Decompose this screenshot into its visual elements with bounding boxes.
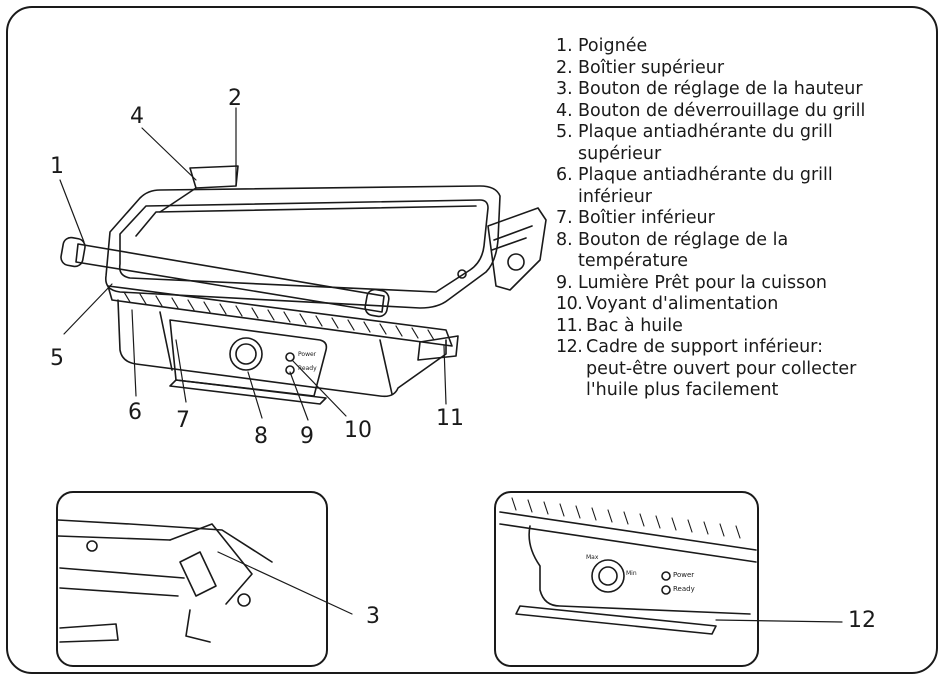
callout-2: 2 <box>228 86 242 111</box>
handle-arm <box>189 165 239 189</box>
handle-end-left <box>60 236 86 268</box>
callout-3: 3 <box>366 604 380 629</box>
detail-support-frame <box>494 491 759 667</box>
legend-item: 9.Lumière Prêt pour la cuisson <box>556 272 828 293</box>
callout-9: 9 <box>300 424 314 449</box>
callout-5: 5 <box>50 346 64 371</box>
oil-tray <box>169 379 327 405</box>
callout-4: 4 <box>130 104 144 129</box>
legend-item: 1.Poignée <box>556 36 648 56</box>
legend-item: 2.Boîtier supérieur <box>556 57 725 78</box>
temperature-knob <box>229 337 263 371</box>
handle-bar <box>75 243 385 313</box>
label-ready-detail: Ready <box>673 585 695 593</box>
legend-item: 11.Bac à huile <box>556 315 683 336</box>
parts-legend: 1.Poignée 2.Boîtier supérieur 3.Bouton d… <box>556 36 865 402</box>
upper-plate-top <box>118 199 489 293</box>
ready-light <box>285 365 295 375</box>
callout-6: 6 <box>128 400 142 425</box>
legend-item: 12.Cadre de support inférieur:peut-être … <box>556 337 857 400</box>
detail-height-knob <box>56 491 328 667</box>
legend-item: 10.Voyant d'alimentation <box>556 294 779 314</box>
leader-lines <box>59 107 843 623</box>
lower-plate <box>107 285 453 347</box>
label-power-main: Power <box>298 351 317 358</box>
handle-end-right <box>364 288 390 318</box>
label-ready-main: Ready <box>298 365 317 372</box>
main-grill-drawing <box>60 165 547 405</box>
legend-item: 7.Boîtier inférieur <box>556 208 715 228</box>
label-max-detail: Max <box>586 554 599 561</box>
callout-8: 8 <box>254 424 268 449</box>
callout-1: 1 <box>50 154 64 179</box>
callout-12: 12 <box>848 608 876 633</box>
power-light <box>285 352 295 362</box>
hinge <box>487 207 547 291</box>
callout-7: 7 <box>176 408 190 433</box>
control-panel <box>169 319 328 397</box>
callout-10: 10 <box>344 418 372 443</box>
legend-item: 4.Bouton de déverrouillage du grill <box>556 100 866 121</box>
legend-item: 3.Bouton de réglage de la hauteur <box>556 79 863 99</box>
label-min-detail: Min <box>626 570 637 577</box>
label-power-detail: Power <box>673 571 695 579</box>
diagram-frame <box>6 6 938 674</box>
callout-11: 11 <box>436 406 464 431</box>
lower-housing <box>117 299 447 398</box>
upper-housing <box>104 185 501 309</box>
